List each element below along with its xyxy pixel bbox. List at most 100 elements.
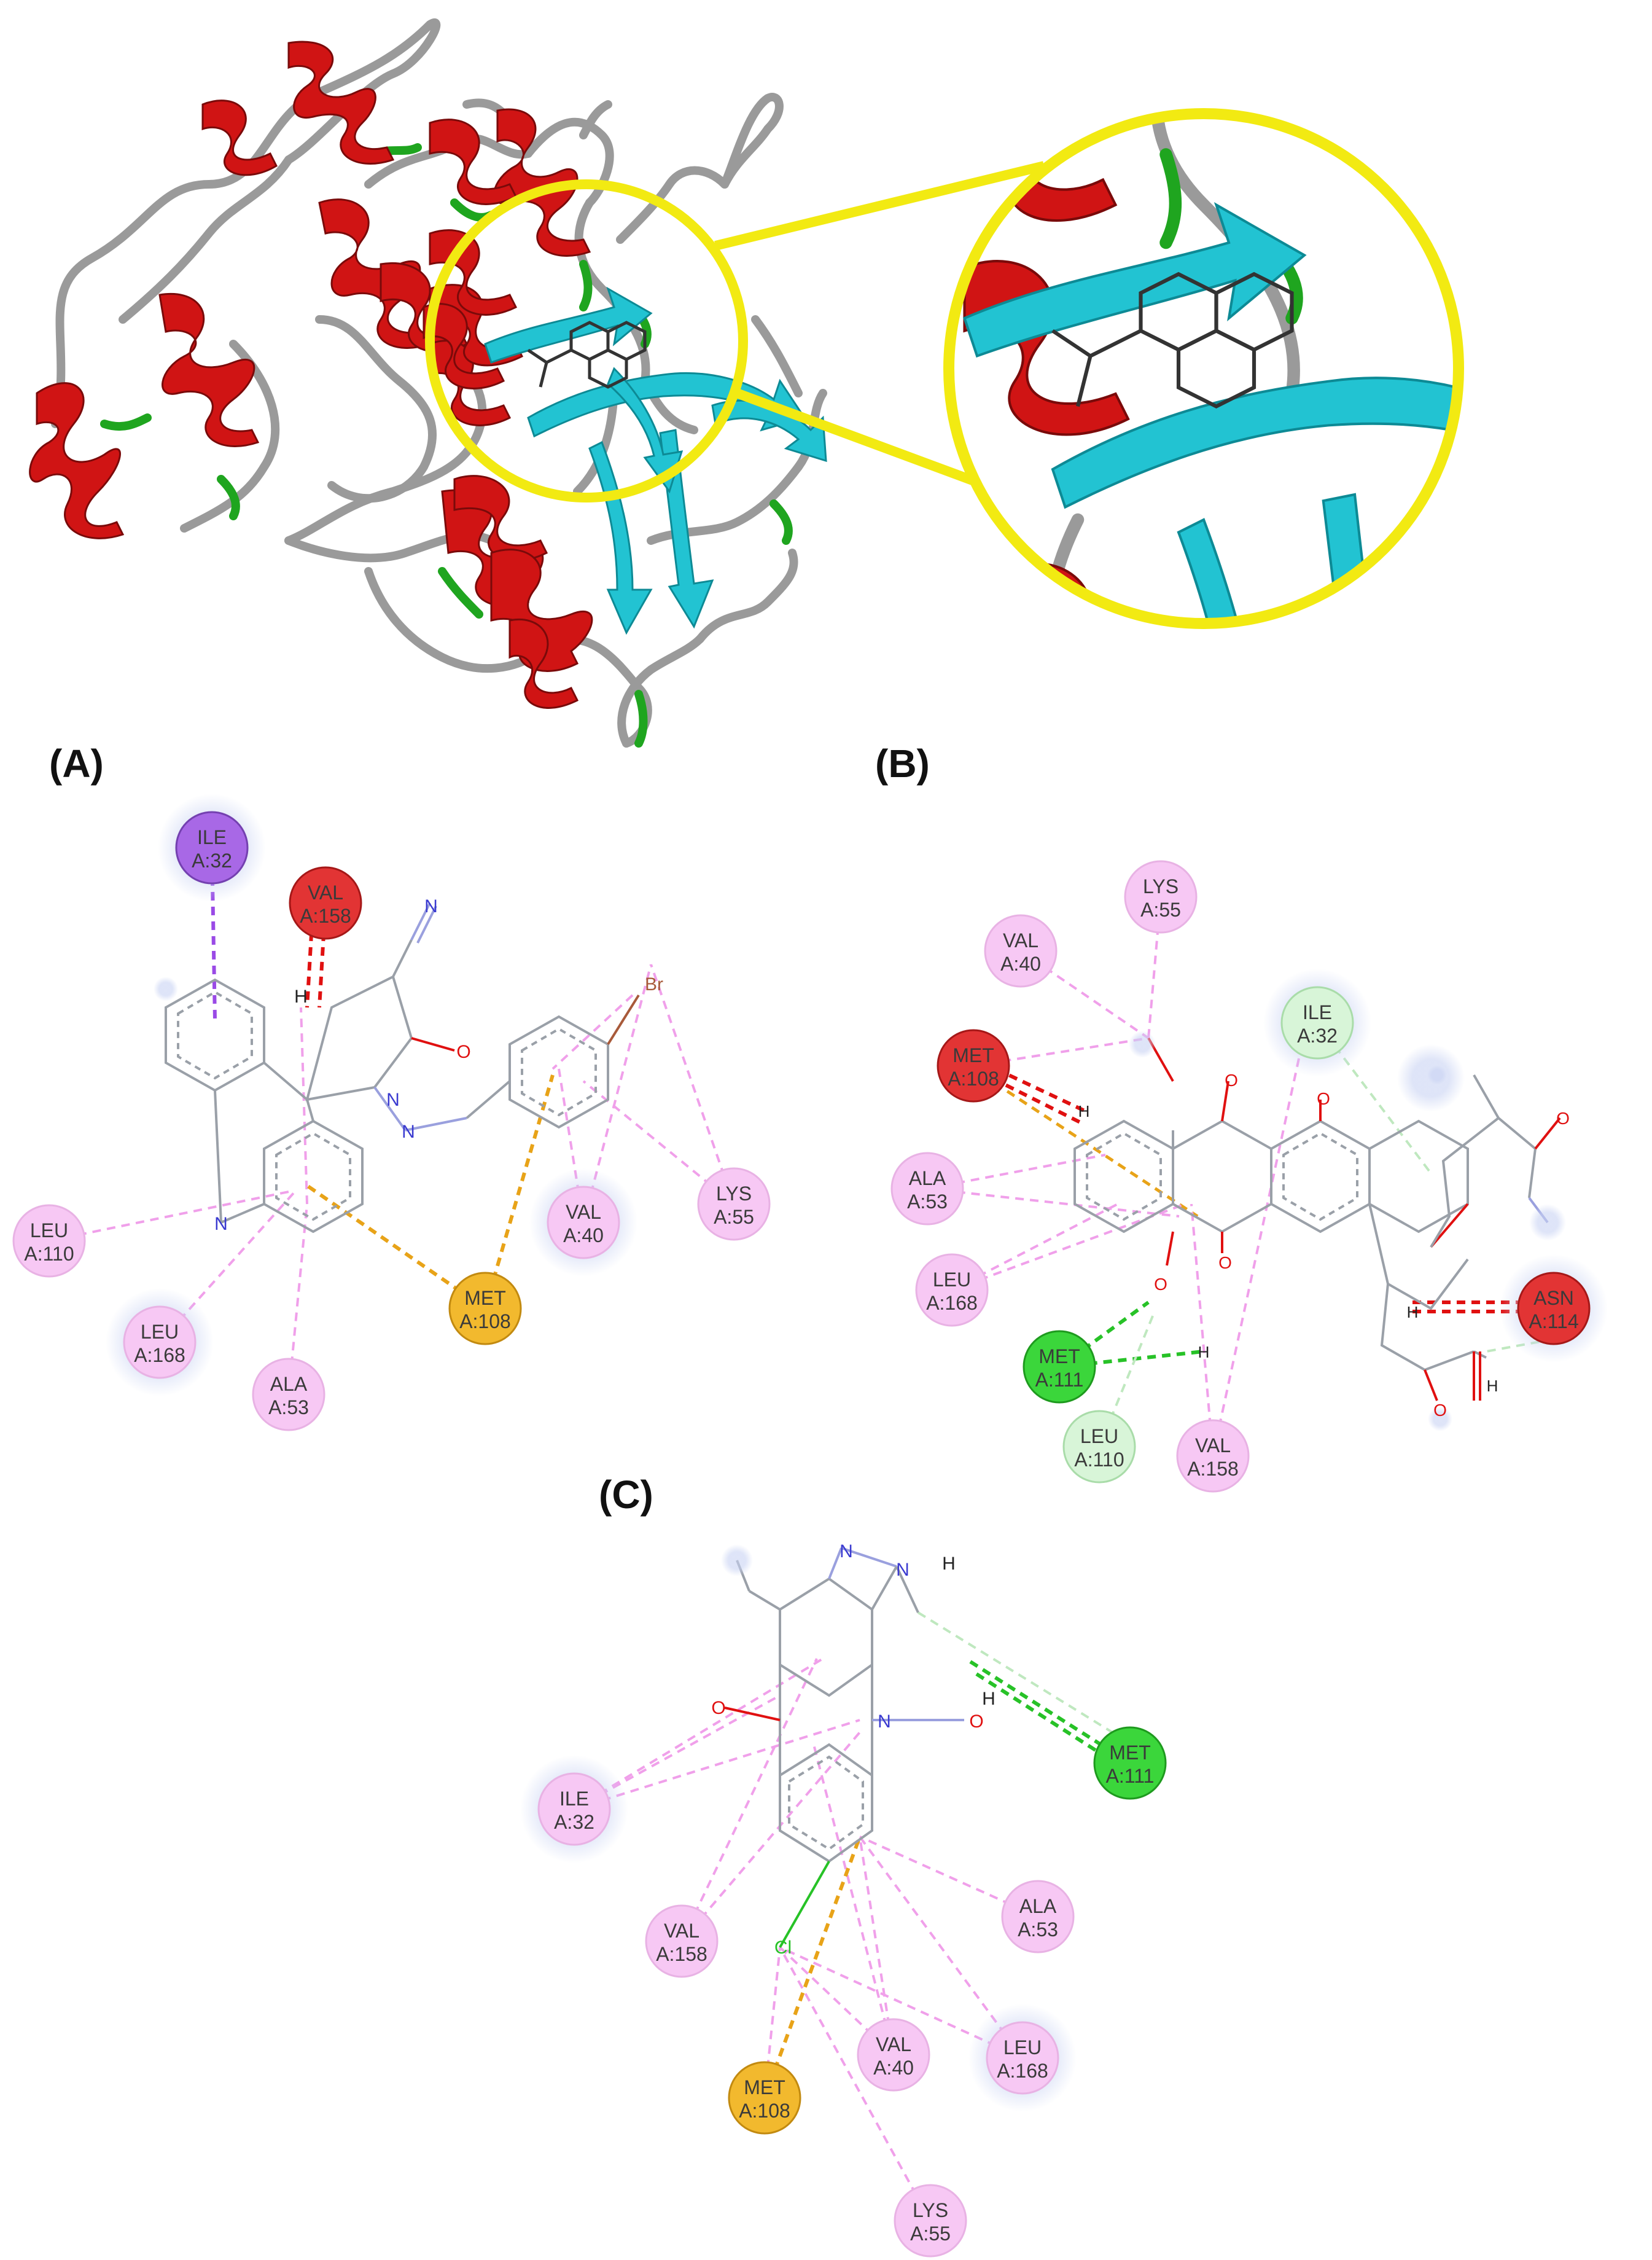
atom-h-pyrazole: H [942,1554,956,1574]
residue-circle [1124,860,1198,934]
helix-12 [453,475,548,561]
residue-name: LYS [913,2199,948,2221]
residue-circle [894,2184,967,2258]
pocket-highlight-ring [425,179,748,502]
residue-chain-id: A:168 [134,1344,185,1366]
atom-n-nitrile: N [424,896,438,917]
residue-name: LEU [1003,2036,1042,2059]
residue-circle [448,1272,522,1345]
residue-chain-id: A:55 [910,2223,951,2245]
residue-circle [1517,1272,1591,1345]
residue-chain-id: A:110 [24,1243,74,1265]
residue-name: VAL [876,2033,911,2055]
atom-n-ring: N [878,1711,891,1732]
residue-circle [645,1904,719,1978]
panel-label-a: (A) [49,741,104,786]
panel-label-b: (B) [875,741,930,786]
residue-circle [537,1772,611,1846]
residue-chain-id: A:111 [1035,1369,1084,1391]
interaction-diagram-b: O O O O O O H H H H [927,896,1570,1456]
residue-name: VAL [664,1920,699,1942]
residue-circle [1023,1330,1096,1404]
atom-o-hydroxy: O [969,1711,983,1732]
residue-chain-id: A:53 [1018,1918,1058,1941]
residue-circle [289,866,362,940]
residue-name: ALA [1019,1895,1057,1917]
residue-circle [1062,1410,1136,1484]
ligand-in-pocket [527,321,647,389]
atom-o-ketone-top: O [1225,1071,1238,1090]
helix-1 [29,382,125,539]
helix-3 [201,100,278,176]
residue-circle [728,2061,801,2135]
atom-br: Br [645,974,663,995]
residue-circle [1280,986,1354,1060]
helix-2 [158,293,260,447]
atom-o-hydroxy-top: O [1317,1089,1330,1108]
residue-chain-id: A:114 [1529,1310,1578,1332]
residue-name: VAL [566,1201,601,1223]
atom-o-carbonyl: O [711,1698,725,1718]
atom-n-imine: N [402,1122,415,1142]
atom-n-pyrazole-2: N [896,1560,910,1580]
residue-chain-id: A:110 [1074,1449,1124,1471]
residue-bubbles: ILEA:32VALA:158LEUA:110LEUA:168ALAA:53ME… [12,794,1608,2258]
residue-name: ALA [909,1167,946,1189]
atom-h: H [294,987,308,1007]
residue-name: MET [464,1287,506,1309]
panel-label-c: (C) [599,1472,653,1517]
residue-circle [123,1305,197,1379]
helix-7 [493,108,591,257]
atom-cl: Cl [774,1937,792,1958]
atom-o-sugar: O [1556,1109,1570,1128]
residue-name: MET [953,1044,994,1066]
residue-circle [1001,1880,1075,1953]
residue-chain-id: A:111 [1106,1765,1155,1787]
residue-name: ALA [270,1373,308,1395]
residue-chain-id: A:32 [1297,1025,1338,1047]
residue-name: VAL [308,882,343,904]
residue-circle [175,811,249,885]
residue-chain-id: A:40 [563,1224,604,1246]
residue-chain-id: A:158 [656,1943,707,1965]
residue-name: MET [1109,1742,1151,1764]
residue-chain-id: A:108 [948,1068,999,1090]
residue-chain-id: A:168 [926,1292,978,1314]
residue-circle [937,1029,1010,1103]
residue-name: LYS [716,1183,752,1205]
residue-chain-id: A:55 [1140,899,1181,921]
sheet-6 [607,367,684,494]
atom-o-ketone-bottom: O [1154,1275,1167,1294]
residue-circle [12,1204,86,1278]
residue-name: LEU [141,1321,179,1343]
helix-14 [508,619,579,709]
atom-h-phenol: H [1078,1102,1090,1120]
residue-chain-id: A:158 [300,905,351,927]
residue-name: ILE [197,826,227,848]
residue-name: LYS [1143,875,1179,897]
residue-name: LEU [933,1269,971,1291]
atom-n-pyrazole-1: N [840,1541,853,1562]
atom-h-hydroxy: H [1198,1343,1210,1361]
residue-circle [697,1167,771,1241]
residue-chain-id: A:32 [554,1811,594,1833]
atom-h-acid: H [1487,1377,1498,1395]
